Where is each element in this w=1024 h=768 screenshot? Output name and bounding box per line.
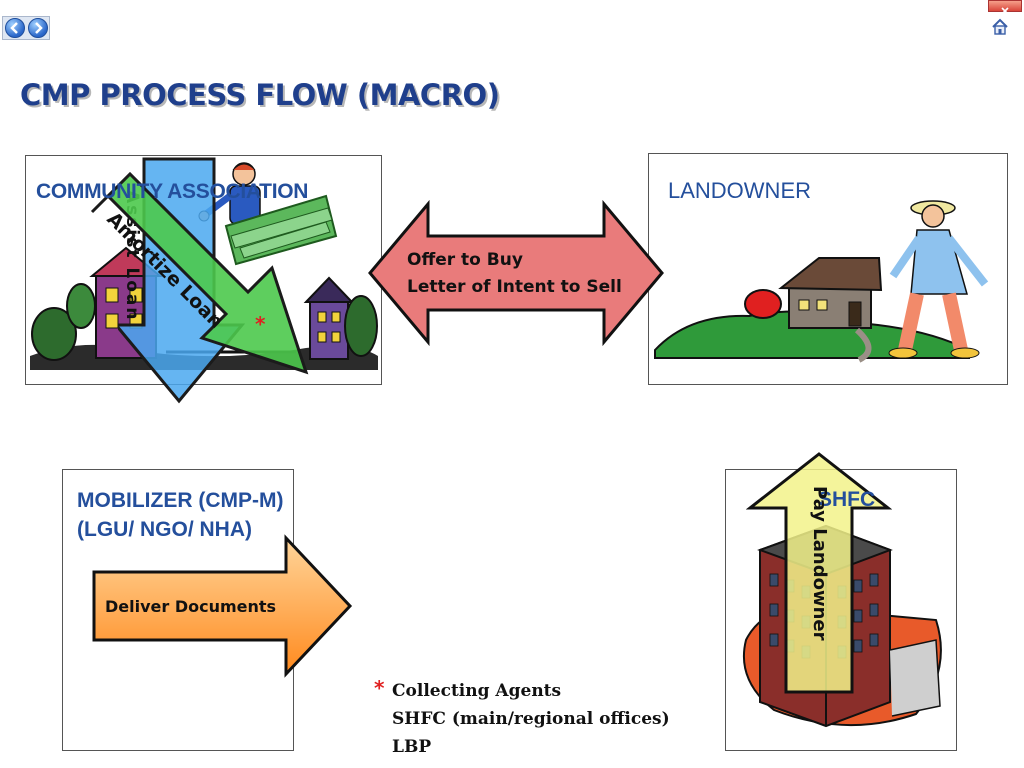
deliver-documents-arrow	[92, 534, 353, 678]
mobilizer-sublabel: (LGU/ NGO/ NHA)	[77, 518, 252, 541]
forward-arrow-icon[interactable]	[28, 18, 48, 38]
note-line-collecting-agents: Collecting Agents	[392, 681, 562, 701]
pay-landowner-label: Pay Landowner	[809, 486, 830, 641]
offer-double-arrow	[368, 200, 664, 346]
pay-landowner-arrow	[746, 452, 892, 694]
landowner-illustration	[654, 200, 989, 363]
community-association-label: COMMUNITY ASSOCIATION	[36, 180, 309, 203]
shfc-label: SHFC	[818, 488, 876, 511]
amortize-loan-arrow	[90, 171, 309, 375]
close-icon[interactable]	[988, 0, 1022, 15]
note-line-lbp: LBP	[392, 737, 432, 757]
nav-bar	[2, 16, 50, 40]
page-title: CMP PROCESS FLOW (MACRO)	[20, 78, 500, 112]
mobilizer-label: MOBILIZER (CMP-M)	[77, 489, 284, 512]
home-icon[interactable]	[991, 18, 1009, 36]
amortize-asterisk: *	[255, 312, 266, 336]
back-arrow-icon[interactable]	[5, 18, 25, 38]
landowner-label: LANDOWNER	[668, 178, 812, 203]
offer-to-buy-label: Offer to Buy	[407, 250, 523, 270]
deliver-documents-label: Deliver Documents	[105, 597, 277, 616]
letter-of-intent-label: Letter of Intent to Sell	[407, 277, 622, 297]
note-asterisk: *	[374, 676, 385, 700]
note-line-shfc-offices: SHFC (main/regional offices)	[392, 709, 670, 729]
